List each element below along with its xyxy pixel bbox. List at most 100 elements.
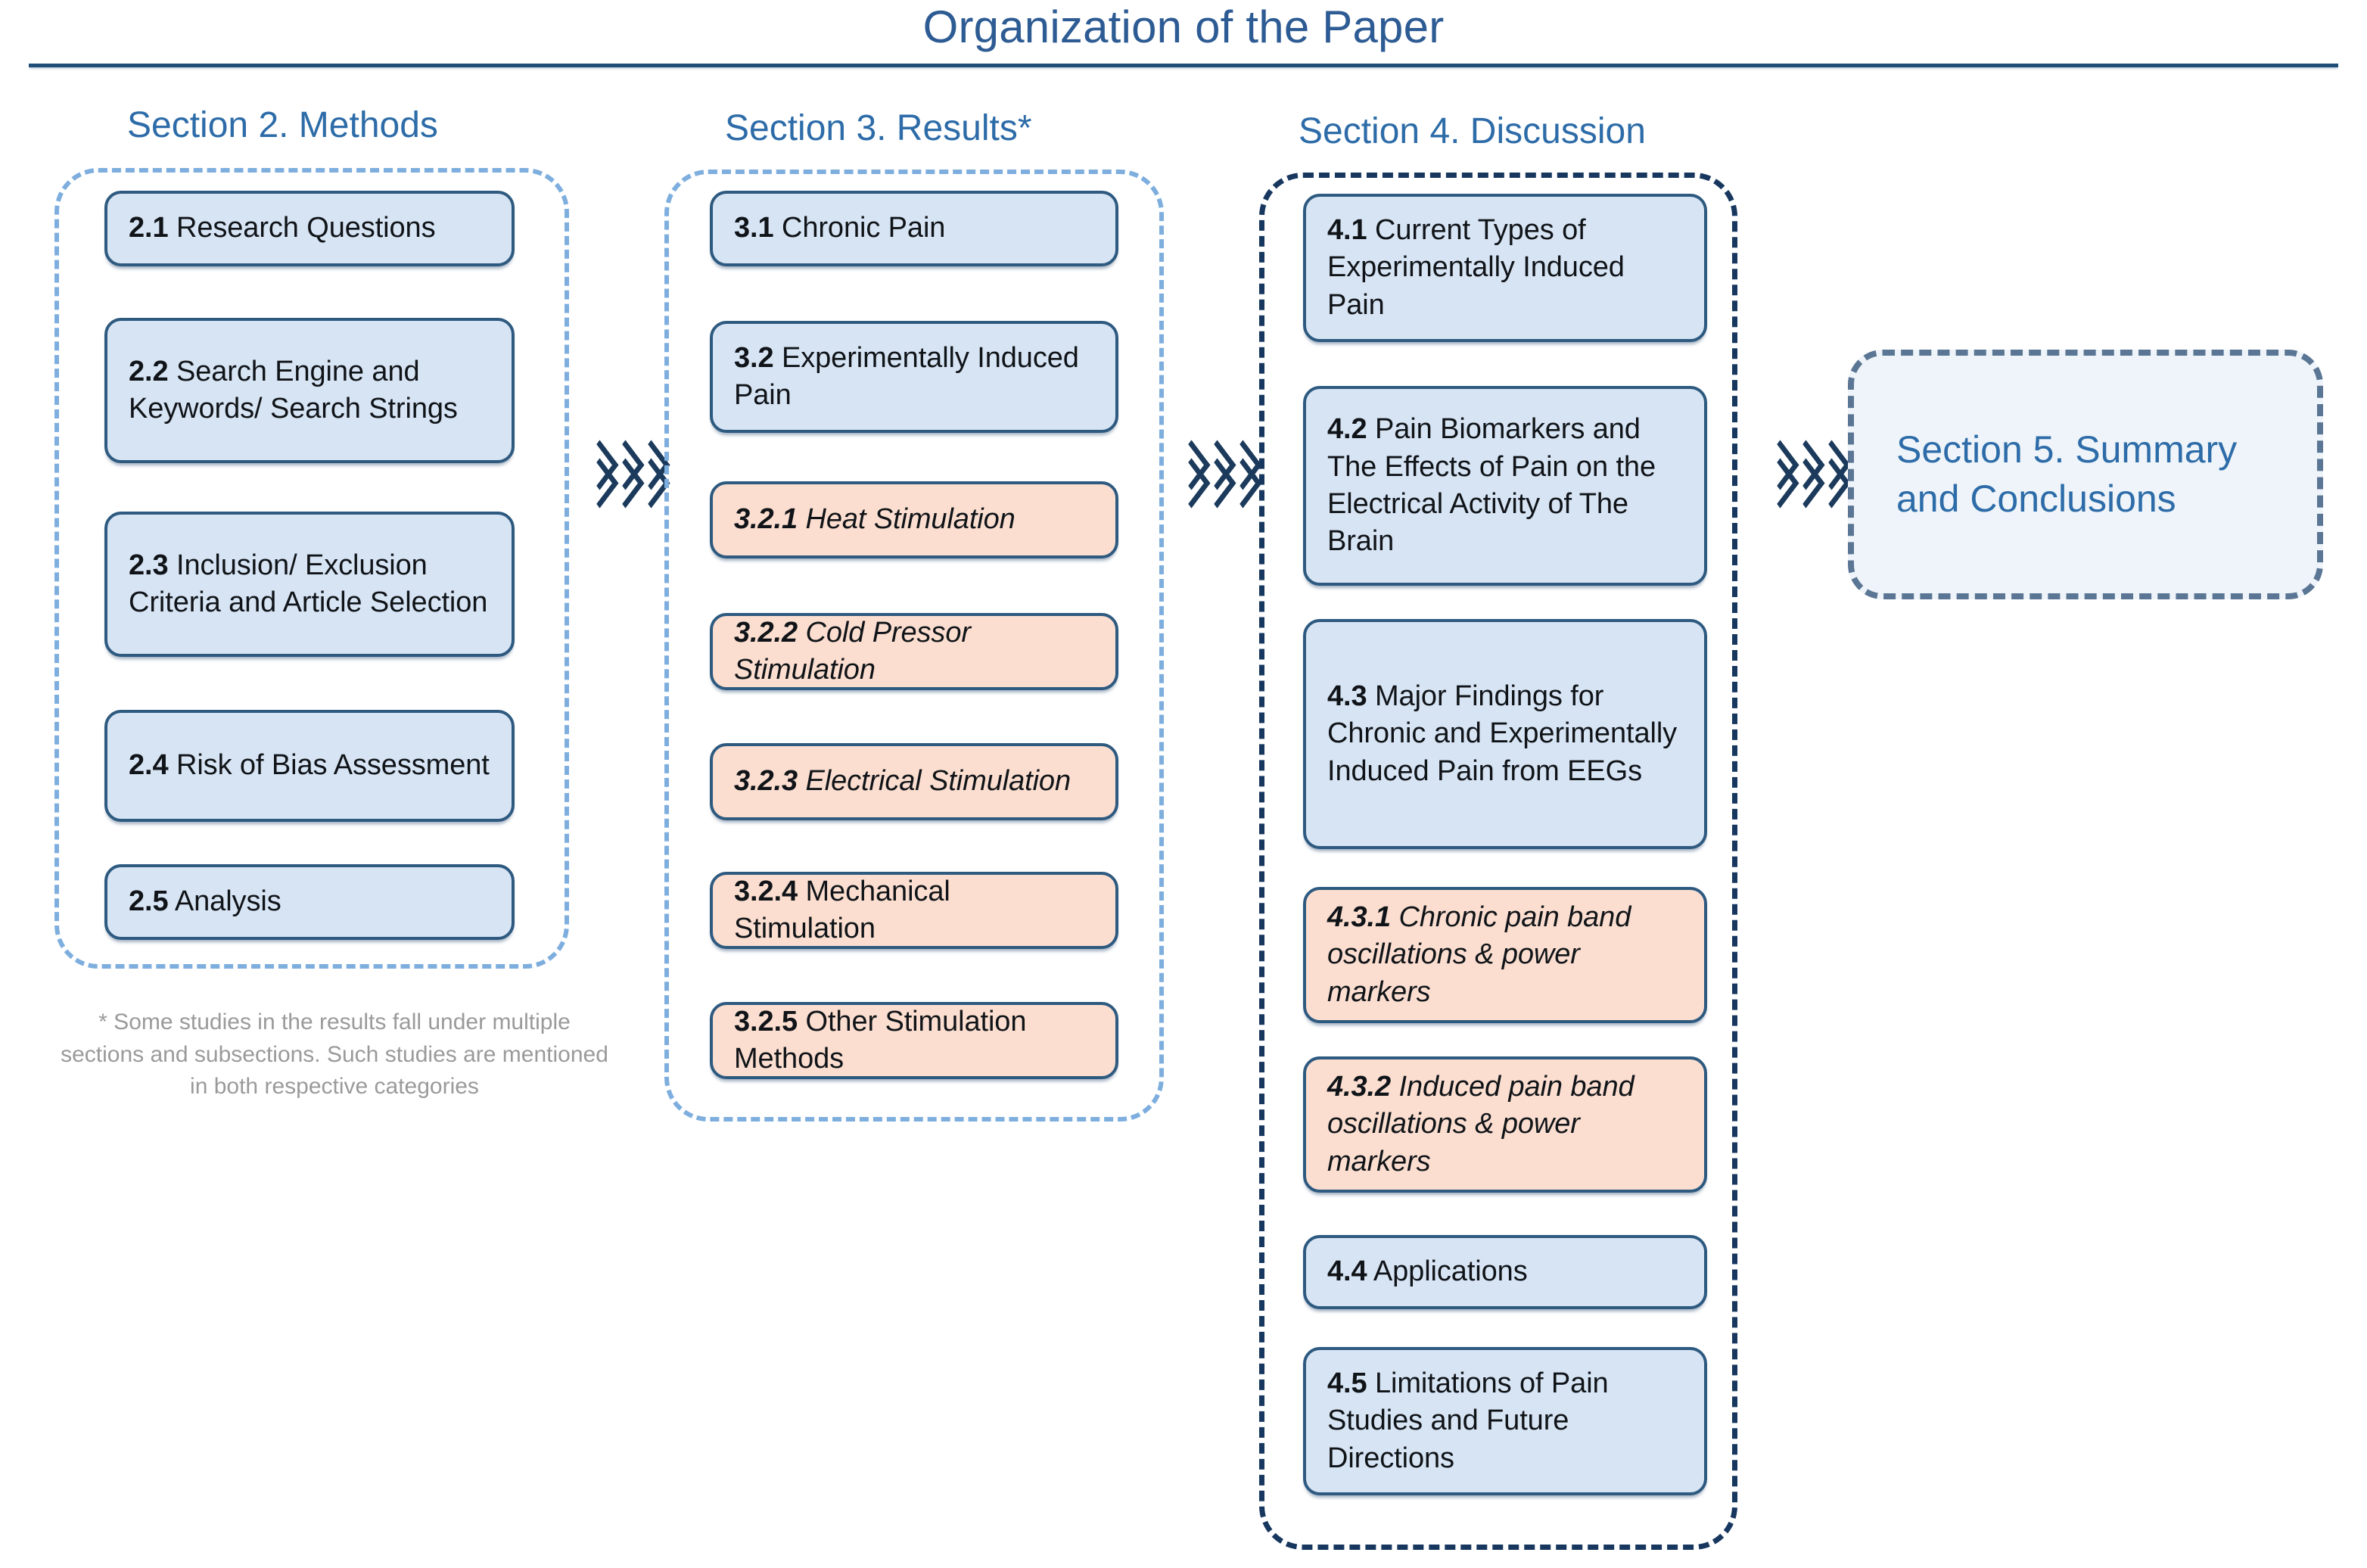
chevron-right-icon [1789,443,1815,499]
item-3-1-text: 3.1 Chronic Pain [734,210,945,247]
item-2-2[interactable]: 2.2 Search Engine and Keywords/ Search S… [104,318,515,463]
item-2-2-text: 2.2 Search Engine and Keywords/ Search S… [129,353,495,428]
item-2-4-number: 2.4 [129,749,169,782]
item-4-5-label: Limitations of Pain Studies and Future D… [1327,1367,1609,1474]
item-4-3-2-text: 4.3.2 Induced pain band oscillations & p… [1327,1069,1687,1181]
item-2-1-label: Research Questions [168,212,436,244]
connector-2-to-3 [583,443,660,499]
item-4-2-label: Pain Biomarkers and The Effects of Pain … [1327,413,1656,558]
item-4-3-2-label: Induced pain band oscillations & power m… [1327,1070,1635,1178]
column-heading-section-2: Section 2. Methods [127,105,438,145]
item-2-1[interactable]: 2.1 Research Questions [104,191,515,266]
item-2-4-label: Risk of Bias Assessment [168,749,490,782]
group-container-section-4 [1259,173,1737,1550]
item-3-2-2-text: 3.2.2 Cold Pressor Stimulation [734,614,1099,689]
item-4-4-label: Applications [1367,1255,1528,1288]
chevron-right-icon [583,443,608,499]
footnote-text: * Some studies in the results fall under… [61,1010,608,1100]
chevron-right-icon [1815,443,1840,499]
item-3-2-1-number: 3.2.1 [734,503,798,536]
item-3-2-number: 3.2 [734,341,774,374]
item-2-2-label: Search Engine and Keywords/ Search Strin… [129,355,458,425]
item-4-1-number: 4.1 [1327,213,1367,246]
item-3-2-3[interactable]: 3.2.3 Electrical Stimulation [710,743,1118,820]
item-4-4-text: 4.4 Applications [1327,1253,1528,1290]
page-title: Organization of the Paper [922,2,1445,52]
item-4-3-1-text: 4.3.1 Chronic pain band oscillations & p… [1327,899,1687,1011]
item-4-3-number: 4.3 [1327,680,1367,712]
title-divider-rule [29,64,2338,67]
item-4-1-text: 4.1 Current Types of Experimentally Indu… [1327,212,1687,324]
connector-3-to-4 [1174,443,1252,499]
item-3-2-1-text: 3.2.1 Heat Stimulation [734,501,1016,538]
item-4-3-1[interactable]: 4.3.1 Chronic pain band oscillations & p… [1303,887,1707,1023]
item-3-2-4-text: 3.2.4 Mechanical Stimulation [734,873,1099,948]
item-2-3-number: 2.3 [129,549,169,581]
chevron-right-icon [1200,443,1226,499]
item-4-5-number: 4.5 [1327,1367,1367,1399]
item-4-2-text: 4.2 Pain Biomarkers and The Effects of P… [1327,411,1687,561]
item-3-2-4[interactable]: 3.2.4 Mechanical Stimulation [710,872,1118,949]
item-3-2-4-number: 3.2.4 [734,875,798,907]
item-2-1-text: 2.1 Research Questions [129,210,436,247]
item-2-1-number: 2.1 [129,212,169,244]
item-3-1[interactable]: 3.1 Chronic Pain [710,191,1118,266]
item-2-3-text: 2.3 Inclusion/ Exclusion Criteria and Ar… [129,547,495,622]
item-3-1-number: 3.1 [734,212,774,244]
section-5-label: Section 5. Summary and Conclusions [1896,428,2238,520]
item-3-2-2-number: 3.2.2 [734,616,798,649]
item-4-3-text: 4.3 Major Findings for Chronic and Exper… [1327,678,1687,790]
group-container-section-2 [54,168,569,969]
item-4-3-label: Major Findings for Chronic and Experimen… [1327,680,1678,787]
item-4-1-label: Current Types of Experimentally Induced … [1327,213,1625,321]
item-2-5-label: Analysis [168,885,281,918]
item-3-2-5[interactable]: 3.2.5 Other Stimulation Methods [710,1002,1118,1079]
item-2-5-text: 2.5 Analysis [129,883,281,920]
item-3-2[interactable]: 3.2 Experimentally Induced Pain [710,321,1118,433]
item-4-5-text: 4.5 Limitations of Pain Studies and Futu… [1327,1365,1687,1477]
item-3-2-1[interactable]: 3.2.1 Heat Stimulation [710,481,1118,558]
column-heading-section-3: Section 3. Results* [725,108,1032,148]
item-3-2-5-label: Other Stimulation Methods [734,1005,1027,1075]
item-2-5-number: 2.5 [129,885,169,918]
item-4-1[interactable]: 4.1 Current Types of Experimentally Indu… [1303,194,1707,342]
item-4-2[interactable]: 4.2 Pain Biomarkers and The Effects of P… [1303,386,1707,586]
item-3-2-1-label: Heat Stimulation [798,503,1016,536]
chevron-right-icon [1226,443,1252,499]
item-3-2-4-label: Mechanical Stimulation [734,875,950,944]
section-5-box[interactable]: Section 5. Summary and Conclusions [1848,350,2323,599]
item-4-3-1-label: Chronic pain band oscillations & power m… [1327,901,1631,1008]
item-2-2-number: 2.2 [129,355,169,387]
item-3-2-2[interactable]: 3.2.2 Cold Pressor Stimulation [710,613,1118,690]
column-heading-section-4: Section 4. Discussion [1299,111,1646,151]
item-3-2-3-text: 3.2.3 Electrical Stimulation [734,763,1071,800]
chevron-right-icon [1174,443,1200,499]
item-2-4-text: 2.4 Risk of Bias Assessment [129,747,490,784]
connector-4-to-5 [1763,443,1840,499]
item-3-2-3-label: Electrical Stimulation [798,765,1071,798]
item-4-5[interactable]: 4.5 Limitations of Pain Studies and Futu… [1303,1347,1707,1495]
item-4-3-2[interactable]: 4.3.2 Induced pain band oscillations & p… [1303,1056,1707,1193]
item-2-4[interactable]: 2.4 Risk of Bias Assessment [104,710,515,822]
item-3-1-label: Chronic Pain [773,212,946,244]
item-2-3[interactable]: 2.3 Inclusion/ Exclusion Criteria and Ar… [104,512,515,657]
item-2-5[interactable]: 2.5 Analysis [104,864,515,940]
group-container-section-3 [664,170,1164,1122]
chevron-right-icon [1763,443,1789,499]
item-4-3-2-number: 4.3.2 [1327,1070,1392,1103]
title-bar: Organization of the Paper [0,0,2367,70]
item-3-2-5-number: 3.2.5 [734,1005,798,1038]
item-3-2-5-text: 3.2.5 Other Stimulation Methods [734,1003,1099,1078]
item-2-3-label: Inclusion/ Exclusion Criteria and Articl… [129,549,488,618]
item-4-4-number: 4.4 [1327,1255,1367,1288]
item-4-2-number: 4.2 [1327,413,1367,446]
chevron-right-icon [608,443,634,499]
item-3-2-3-number: 3.2.3 [734,765,798,798]
chevron-right-icon [634,443,660,499]
item-3-2-text: 3.2 Experimentally Induced Pain [734,340,1099,415]
item-4-3[interactable]: 4.3 Major Findings for Chronic and Exper… [1303,619,1707,849]
item-3-2-2-label: Cold Pressor Stimulation [734,616,971,686]
item-4-4[interactable]: 4.4 Applications [1303,1235,1707,1309]
item-4-3-1-number: 4.3.1 [1327,901,1392,933]
item-3-2-label: Experimentally Induced Pain [734,341,1079,411]
